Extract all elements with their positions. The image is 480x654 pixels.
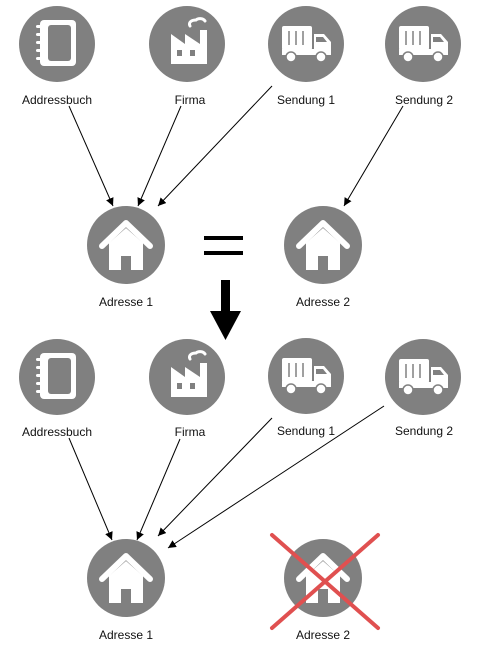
truck-icon	[282, 26, 331, 63]
house-icon	[99, 220, 153, 270]
factory-icon	[171, 17, 207, 64]
arrow-addressbuch-to-adresse1-merged	[68, 437, 113, 541]
house-icon	[296, 220, 350, 270]
label-adresse1: Adresse 1	[99, 628, 153, 642]
label-adresse2: Adresse 2	[296, 295, 350, 309]
address-book-icon	[36, 353, 76, 399]
node-addressbuch	[19, 6, 95, 82]
label-sendung1: Sendung 1	[277, 93, 335, 107]
label-adresse1: Adresse 1	[99, 295, 153, 309]
label-addressbuch: Addressbuch	[22, 425, 92, 439]
node-adresse1	[87, 206, 165, 284]
equals-sign	[204, 236, 243, 255]
node-sendung1	[268, 338, 344, 414]
truck-icon	[282, 358, 331, 395]
truck-icon	[399, 26, 448, 63]
arrow-sendung2-to-adresse1-merged	[167, 405, 385, 549]
down-arrow-icon	[210, 280, 241, 340]
node-addressbuch	[19, 339, 95, 415]
bottom-arrows	[68, 405, 385, 549]
label-adresse2: Adresse 2	[296, 628, 350, 642]
arrow-sendung2-to-adresse2	[343, 105, 404, 207]
truck-icon	[399, 359, 448, 396]
factory-icon	[171, 350, 207, 397]
address-book-icon	[36, 20, 76, 66]
label-firma: Firma	[175, 425, 206, 439]
node-adresse2	[284, 206, 362, 284]
label-sendung2: Sendung 2	[395, 424, 453, 438]
label-addressbuch: Addressbuch	[22, 93, 92, 107]
arrow-firma-to-adresse1	[137, 105, 182, 207]
node-sendung2	[385, 6, 461, 82]
label-sendung2: Sendung 2	[395, 93, 453, 107]
label-sendung1: Sendung 1	[277, 424, 335, 438]
node-firma	[149, 339, 225, 415]
arrow-addressbuch-to-adresse1	[68, 105, 114, 207]
node-adresse1	[87, 539, 165, 617]
house-icon	[99, 553, 153, 603]
arrow-sendung1-to-adresse1-merged	[157, 417, 273, 537]
node-sendung2	[385, 339, 461, 415]
node-sendung1	[268, 6, 344, 82]
top-arrows	[68, 85, 404, 207]
arrow-sendung1-to-adresse1	[157, 85, 273, 207]
arrow-firma-to-adresse1-merged	[136, 438, 181, 541]
node-firma	[149, 6, 225, 82]
label-firma: Firma	[175, 93, 206, 107]
delete-cross-icon	[270, 533, 380, 630]
